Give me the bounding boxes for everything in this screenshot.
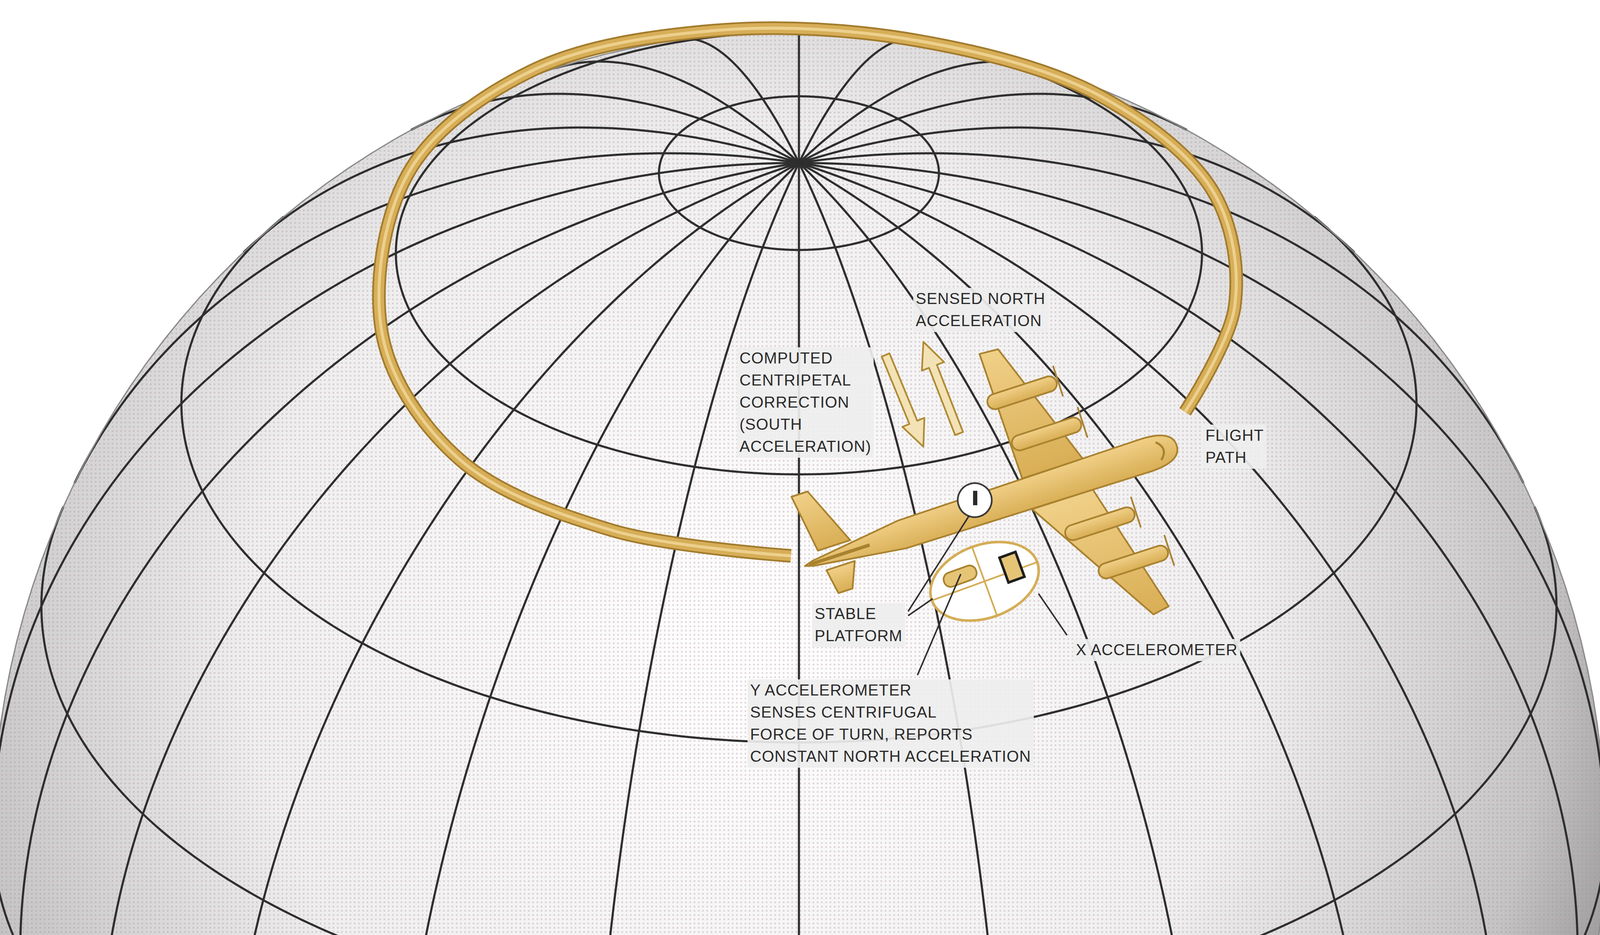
- graticule-line: [798, 163, 1498, 935]
- globe: [0, 30, 1600, 935]
- engine-nacelle: [985, 374, 1059, 412]
- path-label: FLIGHT PATH: [1202, 424, 1267, 469]
- leader-lines: [908, 515, 1067, 676]
- leader-line: [908, 515, 970, 612]
- part-label: STABLE PLATFORM: [812, 603, 906, 648]
- graticule-line: [798, 163, 801, 935]
- propeller: [1130, 496, 1141, 528]
- graticule-line: [798, 163, 1203, 935]
- platform-axis: [972, 547, 998, 616]
- arrow-label: SENSED NORTH ACCELERATION: [913, 287, 1048, 333]
- acceleration-arrows: [881, 341, 964, 447]
- leader-line: [908, 598, 933, 616]
- x-accelerometer: [999, 552, 1025, 583]
- propeller: [1052, 365, 1063, 397]
- fin: [809, 545, 870, 565]
- acceleration-arrow: [881, 353, 925, 447]
- graticule-line: [658, 96, 939, 251]
- engine-nacelle: [1096, 543, 1171, 581]
- acceleration-arrow: [921, 341, 963, 436]
- platform-disc: [919, 527, 1050, 635]
- globe-sphere: [0, 30, 1600, 935]
- part-label: X ACCELEROMETER: [1073, 639, 1241, 662]
- tailplane: [826, 561, 863, 595]
- engine-nacelle: [1010, 415, 1084, 453]
- graticule-line: [395, 31, 1203, 475]
- graticule-line: [798, 38, 917, 163]
- graticule-line: [681, 38, 799, 163]
- graticule-line: [798, 163, 1369, 935]
- halftone: [0, 30, 1600, 935]
- graticule-line: [798, 61, 1043, 164]
- cockpit: [1155, 440, 1167, 461]
- platform-mark: [973, 491, 978, 506]
- leader-line: [917, 574, 961, 676]
- graticule-line: [798, 163, 1578, 935]
- platform-location: [953, 478, 997, 522]
- propeller: [1077, 406, 1088, 438]
- leader-line: [1038, 593, 1067, 636]
- propeller: [1164, 535, 1174, 566]
- wing: [979, 333, 1083, 480]
- graticule-line: [41, 506, 1557, 935]
- tailplane: [791, 483, 850, 554]
- note-label: Y ACCELEROMETER SENSES CENTRIFUGAL FORCE…: [747, 679, 1034, 768]
- engine-nacelle: [1063, 505, 1137, 543]
- globe-outline: [0, 30, 1600, 935]
- arrow-label: COMPUTED CENTRIPETAL CORRECTION (SOUTH A…: [736, 347, 874, 458]
- stable-platform: [919, 527, 1050, 635]
